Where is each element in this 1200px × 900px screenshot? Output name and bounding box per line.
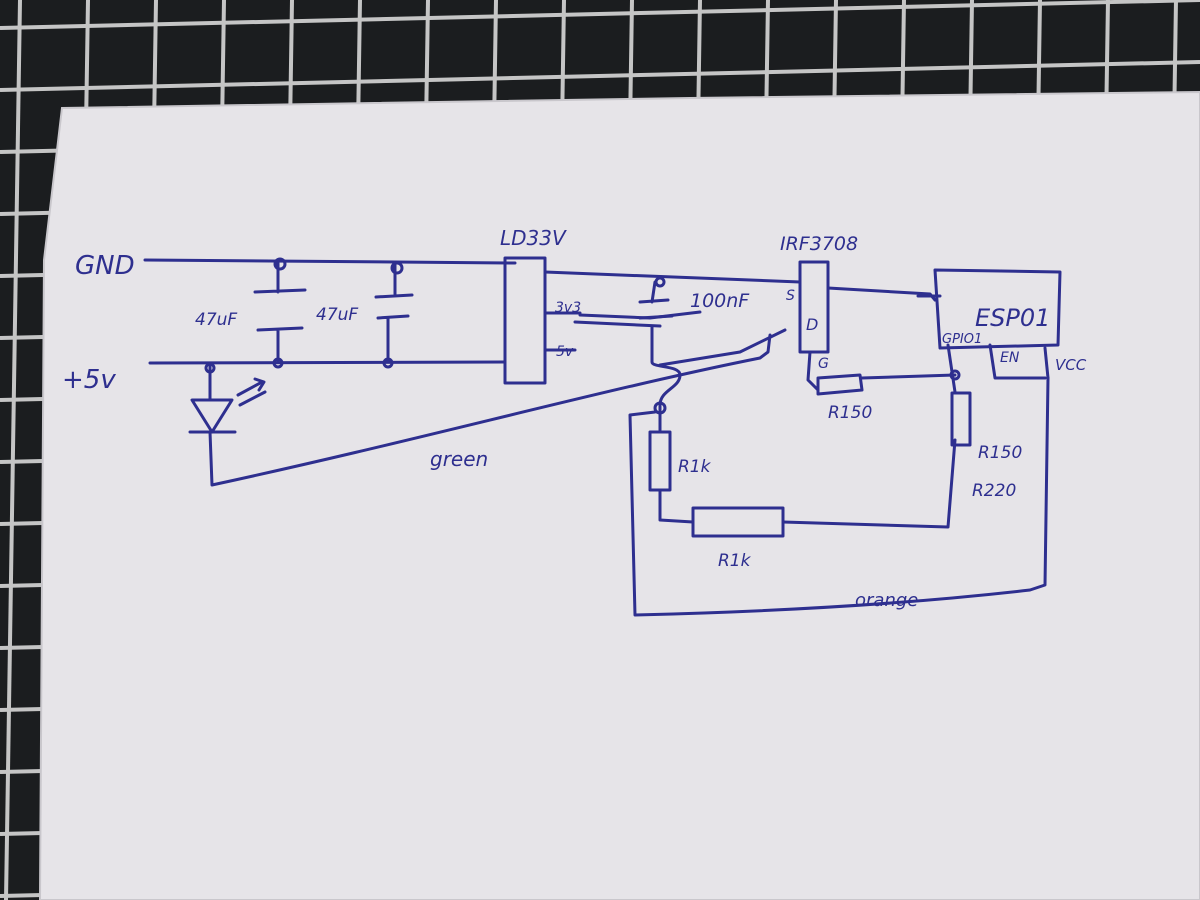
label-cap3: 100nF: [690, 290, 750, 312]
wire-en-vcc: [988, 343, 1050, 380]
label-cap1: 47uF: [195, 310, 237, 330]
wire-source-esp: [826, 286, 937, 302]
wire-gate-gpio: [860, 373, 957, 380]
label-vcc: VCC: [1055, 356, 1087, 374]
label-reg-5v: 5v: [556, 344, 574, 360]
mat-grid-line: [0, 60, 1200, 92]
wire-divider-right: [781, 438, 957, 529]
mosfet-gate-lead: [806, 350, 820, 392]
label-r-divider-1: R1k: [678, 457, 712, 477]
ink-drawing: [143, 256, 1062, 617]
label-wire-green: green: [430, 447, 488, 471]
led-arrows: [236, 377, 267, 407]
label-r-pullup-2: R220: [972, 481, 1016, 501]
label-esp: ESP01: [975, 304, 1050, 332]
gnd-rail: [143, 258, 802, 284]
label-gnd: GND: [75, 251, 135, 281]
junction-dot: [654, 276, 666, 288]
esp-body: [933, 268, 1062, 350]
resistor-r150-gate: [816, 373, 864, 396]
wire-green: [188, 333, 772, 487]
esp-gpio-lead: [946, 343, 957, 394]
junction-dot: [272, 357, 284, 369]
wire-divider: [658, 488, 695, 524]
paper-edge: [38, 90, 1200, 900]
label-mosfet-s: S: [786, 288, 795, 304]
junction-dot: [204, 362, 216, 374]
paper-sheet: [40, 92, 1200, 900]
junction-dot: [382, 357, 394, 369]
junction-dot: [273, 257, 287, 271]
label-en: EN: [1000, 350, 1020, 366]
label-cap2: 47uF: [316, 305, 358, 325]
label-gpio: GPIO1: [942, 332, 982, 347]
regulator-body: [503, 256, 547, 385]
label-5v: +5v: [62, 365, 116, 395]
junction-dot: [653, 401, 667, 415]
capacitor-47uf-1: [253, 260, 307, 364]
label-r-divider-2: R1k: [718, 551, 752, 571]
label-regulator: LD33V: [500, 226, 567, 250]
capacitor-47uf-2: [374, 263, 414, 364]
mat-grid-line: [0, 0, 1200, 30]
wire-orange: [628, 376, 1050, 617]
resistor-r220: [950, 391, 972, 447]
mosfet-body: [798, 260, 830, 354]
label-wire-orange: orange: [855, 590, 918, 611]
label-mosfet: IRF3708: [780, 233, 858, 255]
junction-dot: [390, 261, 404, 275]
label-r-pullup-1: R150: [978, 443, 1022, 463]
label-mosfet-d: D: [806, 315, 818, 334]
label-mosfet-g: G: [818, 356, 829, 372]
label-reg-3v3: 3v3: [555, 300, 581, 316]
label-r-gate: R150: [828, 403, 872, 423]
capacitor-100nf: [638, 280, 674, 320]
